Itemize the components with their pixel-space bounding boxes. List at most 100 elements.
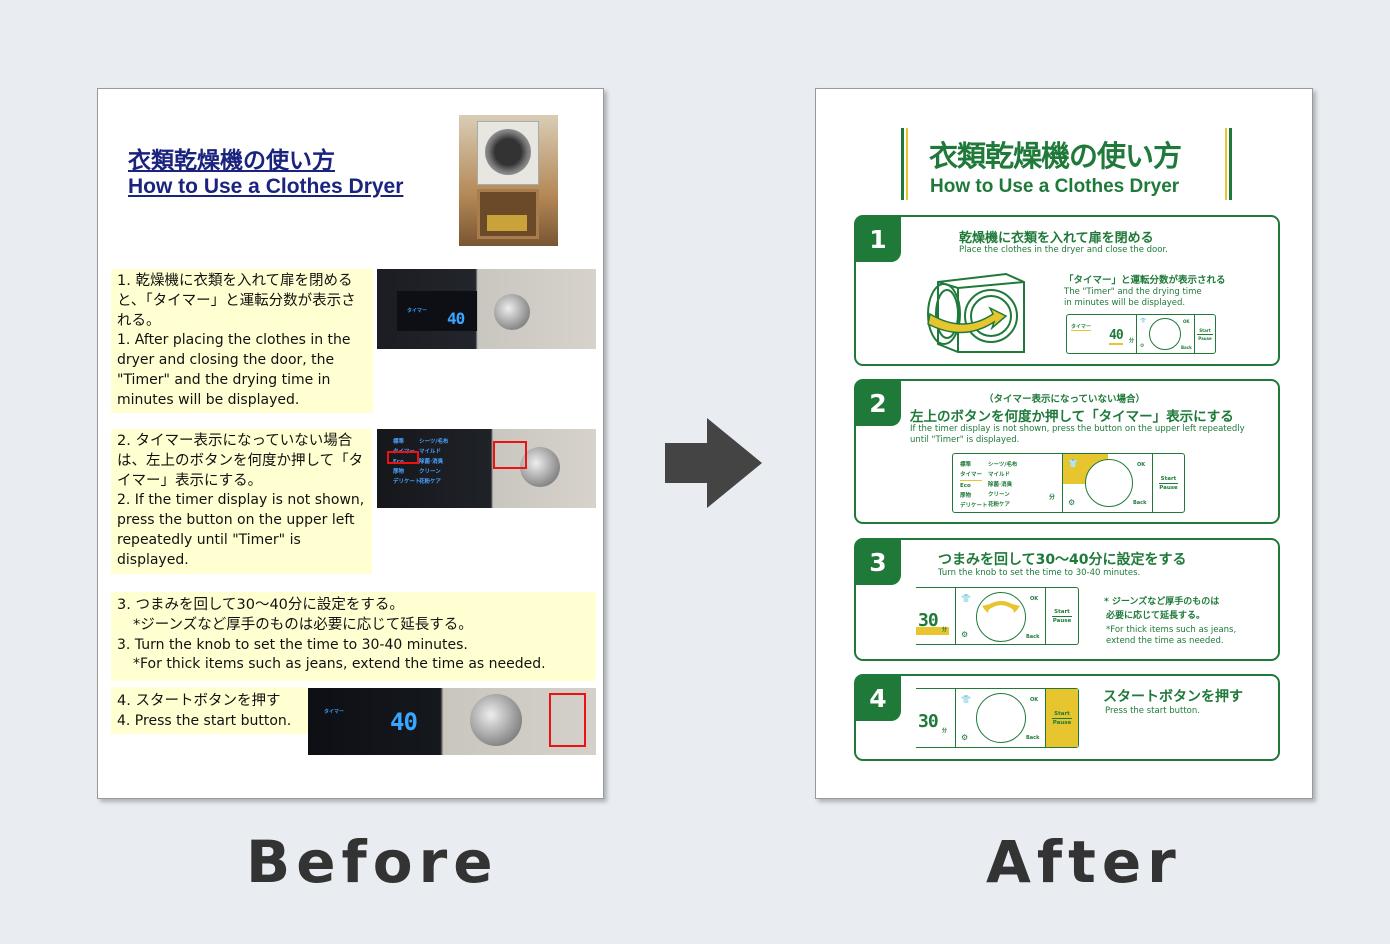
dryer-photo xyxy=(459,115,558,246)
title-bar-right xyxy=(1229,128,1232,200)
step-4-en: 4. Press the start button. xyxy=(117,712,292,729)
photo-menu-item: クリーン xyxy=(419,469,441,475)
menu-item: 標準 xyxy=(960,462,972,468)
menu-item-timer: タイマー xyxy=(960,471,983,481)
gear-icon: ⚙ xyxy=(1140,343,1145,349)
before-step-3: 3. つまみを回して30〜40分に設定をする。 *ジーンズなど厚手のものは必要に… xyxy=(111,592,596,681)
ok-label: OK xyxy=(1183,319,1190,324)
note-jp: 必要に応じて延長する。 xyxy=(1106,611,1206,621)
menu-item: シーツ/毛布 xyxy=(988,462,1018,468)
title-bar-accent xyxy=(906,128,908,200)
step-title-jp: つまみを回して30〜40分に設定をする xyxy=(938,552,1187,568)
before-label: Before xyxy=(246,828,499,896)
before-title-en: How to Use a Clothes Dryer xyxy=(128,175,404,198)
step-3-jp-note: *ジーンズなど厚手のものは必要に応じて延長する。 xyxy=(133,616,473,633)
step-title-en: Place the clothes in the dryer and close… xyxy=(959,245,1168,255)
pause-label: Pause xyxy=(1159,484,1178,491)
photo-timer-label: タイマー xyxy=(407,308,428,314)
step-title-jp: 乾燥機に衣類を入れて扉を閉める xyxy=(959,231,1154,246)
step-title-en: If the timer display is not shown, press… xyxy=(910,424,1245,434)
step-number: 3 xyxy=(855,539,901,585)
before-title-jp: 衣類乾燥機の使い方 xyxy=(128,148,335,174)
step-sub-en: The "Timer" and the drying time xyxy=(1064,287,1202,297)
dryer-illustration-icon xyxy=(927,272,1025,353)
minutes-display: 30 xyxy=(918,610,939,631)
title-bar-accent xyxy=(1225,128,1227,200)
back-label: Back xyxy=(1133,500,1147,506)
step-pre-jp: （タイマー表示になっていない場合） xyxy=(984,394,1146,405)
step-2-en: 2. If the timer display is not shown, pr… xyxy=(117,492,365,568)
start-label: Start xyxy=(1052,608,1072,617)
after-title-jp: 衣類乾燥機の使い方 xyxy=(929,139,1182,173)
pause-label: Pause xyxy=(1198,335,1212,341)
step-3-jp: 3. つまみを回して30〜40分に設定をする。 xyxy=(117,597,404,613)
minutes-display: 40 xyxy=(1109,328,1124,345)
minutes-unit: 分 xyxy=(942,627,948,633)
after-document: 衣類乾燥機の使い方 How to Use a Clothes Dryer 1 乾… xyxy=(815,88,1313,799)
photo-minutes: 40 xyxy=(447,309,465,328)
panel-photo-1: タイマー 40 xyxy=(377,269,596,349)
start-label: Start xyxy=(1052,710,1072,719)
photo-menu-item: シーツ/毛布 xyxy=(419,439,449,445)
back-label: Back xyxy=(1026,634,1040,640)
tshirt-icon: 👕 xyxy=(961,695,971,704)
photo-menu-item: デリケート xyxy=(393,479,421,485)
photo-menu-item: 標準 xyxy=(393,439,405,445)
step-title-jp: スタートボタンを押す xyxy=(1103,689,1243,705)
gear-icon: ⚙ xyxy=(961,733,969,742)
panel-photo-2: 標準 タイマー Eco 厚物 デリケート シーツ/毛布 マイルド 除菌·消臭 ク… xyxy=(377,429,596,508)
step-title-jp: 左上のボタンを何度か押して「タイマー」表示にする xyxy=(910,409,1234,425)
minutes-unit: 分 xyxy=(1049,494,1056,501)
step-number: 1 xyxy=(855,216,901,262)
menu-item: デリケート xyxy=(960,502,988,509)
minutes-unit: 分 xyxy=(1129,338,1135,344)
dial-knob[interactable]: 👕 ⚙ OK Back xyxy=(956,588,1046,644)
step-3-en-note: *For thick items such as jeans, extend t… xyxy=(133,656,546,673)
gear-icon: ⚙ xyxy=(1068,498,1076,507)
before-step-4: 4. スタートボタンを押す 4. Press the start button. xyxy=(111,687,308,734)
before-step-2: 2. タイマー表示になっていない場合は、左上のボタンを何度か押して「タイマー」表… xyxy=(111,429,372,574)
step-sub-en: in minutes will be displayed. xyxy=(1064,298,1186,308)
photo-timer-label: タイマー xyxy=(324,709,345,715)
highlight-box xyxy=(387,451,419,464)
photo-menu-item: 厚物 xyxy=(393,469,405,475)
step-card-3: 3 つまみを回して30〜40分に設定をする Turn the knob to s… xyxy=(854,538,1280,661)
tshirt-icon: 👕 xyxy=(1068,459,1078,468)
after-label: After xyxy=(986,828,1182,896)
note-en: extend the time as needed. xyxy=(1106,636,1224,646)
dial-knob[interactable]: 👕 ⚙ OK Back xyxy=(1137,315,1195,353)
ok-label: OK xyxy=(1030,596,1039,602)
start-label: Start xyxy=(1158,475,1179,484)
before-step-1: 1. 乾燥機に衣類を入れて扉を閉めると、「タイマー」と運転分数が表示される。 1… xyxy=(111,269,373,413)
photo-menu-item: 除菌·消臭 xyxy=(419,459,444,465)
pause-label: Pause xyxy=(1052,719,1072,726)
menu-item: マイルド xyxy=(988,472,1011,478)
back-label: Back xyxy=(1181,345,1192,350)
back-label: Back xyxy=(1026,735,1040,741)
minutes-unit: 分 xyxy=(942,728,948,734)
dial-knob[interactable]: 👕 ⚙ OK Back xyxy=(956,689,1046,747)
tshirt-icon: 👕 xyxy=(1140,318,1147,324)
minutes-display: 30 xyxy=(918,711,939,732)
pause-label: Pause xyxy=(1052,617,1072,624)
panel-photo-4: タイマー 40 xyxy=(308,688,596,755)
menu-item: Eco xyxy=(960,482,971,489)
step-number: 4 xyxy=(855,675,901,721)
photo-minutes: 40 xyxy=(390,708,418,736)
dial-knob[interactable]: 👕 ⚙ OK Back xyxy=(1063,454,1153,512)
step-1-en: 1. After placing the clothes in the drye… xyxy=(117,332,351,408)
highlight-box xyxy=(493,441,527,469)
step-2-jp: 2. タイマー表示になっていない場合は、左上のボタンを何度か押して「タイマー」表… xyxy=(117,433,364,489)
control-panel: 標準 タイマー Eco 厚物 デリケート シーツ/毛布 マイルド 除菌·消臭 ク… xyxy=(952,453,1185,513)
step-card-2: 2 （タイマー表示になっていない場合） 左上のボタンを何度か押して「タイマー」表… xyxy=(854,379,1280,524)
start-label: Start xyxy=(1197,327,1213,335)
ok-label: OK xyxy=(1030,697,1039,703)
menu-item: クリーン xyxy=(988,492,1010,498)
menu-item: 厚物 xyxy=(960,492,972,499)
step-title-en: Turn the knob to set the time to 30-40 m… xyxy=(938,568,1141,578)
